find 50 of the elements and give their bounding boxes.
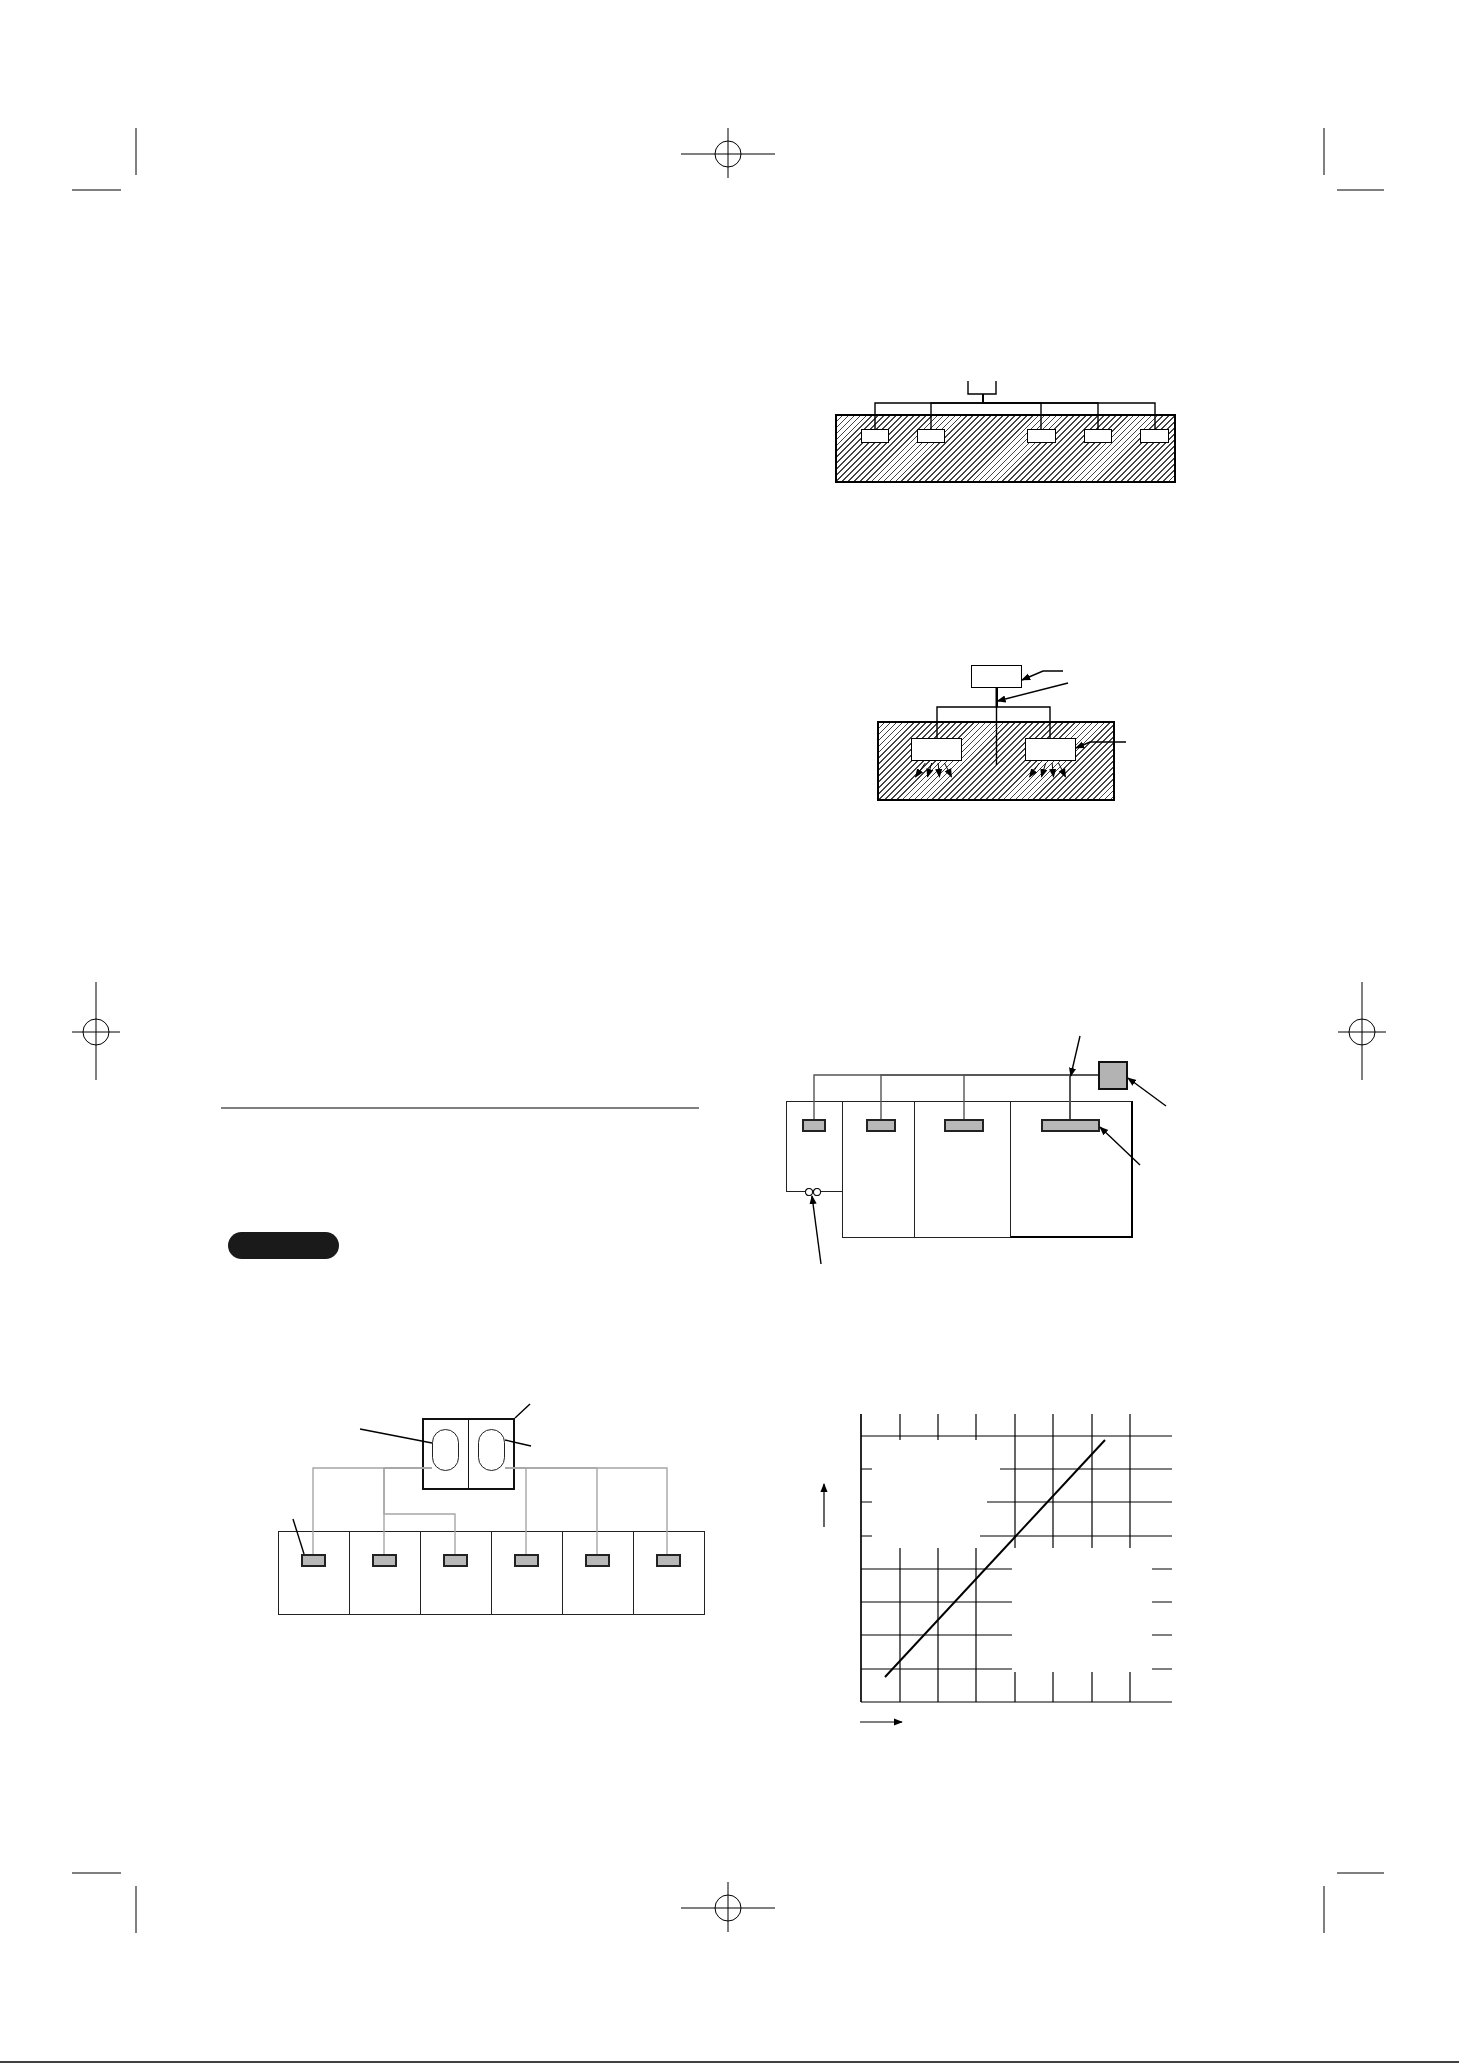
unit-box (865, 1118, 896, 1132)
cable-line (995, 688, 998, 707)
leader-line (1021, 670, 1064, 681)
leader-line (359, 1428, 433, 1444)
unit-box (300, 1553, 326, 1567)
unit-box (917, 429, 945, 443)
unit-box (584, 1553, 610, 1567)
unit-box (861, 429, 889, 443)
leader-line (292, 1518, 305, 1555)
leader-line (514, 1403, 531, 1419)
unit-box (911, 738, 962, 761)
wire-line (383, 1467, 456, 1555)
unit-box (655, 1553, 681, 1567)
leader-line (996, 682, 1069, 703)
unit-box (801, 1118, 826, 1132)
leader-line (1127, 1077, 1167, 1107)
room-cell (349, 1531, 421, 1615)
coupler-icon (805, 1188, 822, 1196)
wire-line (1069, 1074, 1099, 1120)
unit-box (1040, 1118, 1100, 1132)
leader-line (1099, 1126, 1141, 1166)
room-cell (633, 1531, 705, 1615)
room-cell (491, 1531, 563, 1615)
leader-line (504, 1439, 532, 1447)
room-cell (842, 1101, 915, 1238)
unit-box (442, 1553, 468, 1567)
oval-button (432, 1429, 459, 1471)
room-cell (278, 1531, 350, 1615)
unit-box (1084, 429, 1112, 443)
unit-box (971, 665, 1022, 688)
hatched-wall (835, 414, 1176, 483)
room-cell (420, 1531, 492, 1615)
room-cell (562, 1531, 634, 1615)
unit-box (1140, 429, 1169, 443)
unit-box (943, 1118, 984, 1132)
controller-box (1098, 1061, 1128, 1090)
unit-box (513, 1553, 539, 1567)
oval-button (478, 1429, 505, 1471)
room-cell (914, 1101, 1011, 1238)
unit-box (1027, 429, 1056, 443)
leader-line (1069, 1035, 1081, 1077)
hatched-wall (877, 721, 1115, 801)
leader-line (1075, 741, 1127, 749)
wire-line (982, 393, 1156, 430)
unit-box (371, 1553, 397, 1567)
unit-box (1025, 738, 1076, 761)
room-cell (1010, 1101, 1133, 1238)
heading-badge (228, 1232, 339, 1259)
leader-line (809, 1195, 822, 1265)
controller-box (422, 1418, 515, 1490)
